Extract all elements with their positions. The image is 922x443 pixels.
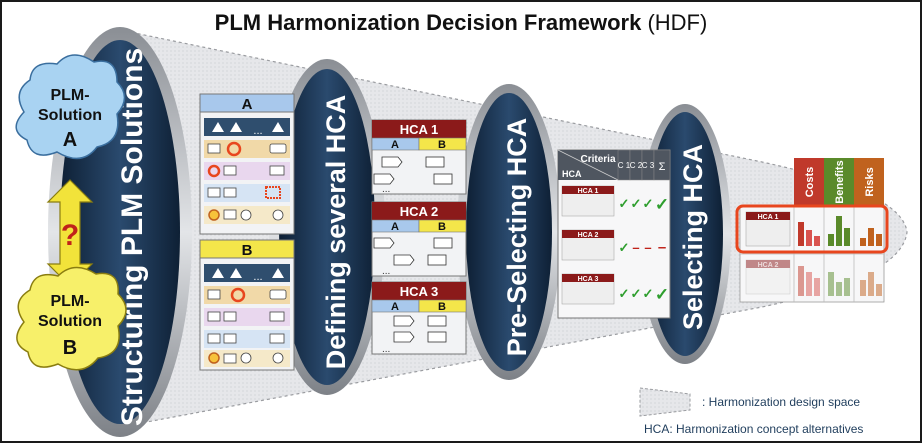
legend-hca-label: HCA: Harmonization concept alternatives bbox=[644, 422, 863, 436]
ring-label-preselecting: Pre-Selecting HCA bbox=[502, 118, 532, 357]
hca-card-2-col-b: B bbox=[438, 221, 446, 233]
hca-card-3-col-b: B bbox=[438, 301, 446, 313]
selection-row-2-hca: HCA 2 bbox=[758, 262, 779, 269]
selection-col-benefits: Benefits bbox=[834, 160, 846, 203]
criteria-col-3: C 3 bbox=[642, 161, 655, 170]
check-r3-sum: ✓ bbox=[655, 285, 669, 304]
criteria-row-2-hca: HCA 2 bbox=[578, 232, 599, 239]
criteria-row-1-hca: HCA 1 bbox=[578, 188, 599, 195]
check-r1-c3: ✓ bbox=[643, 196, 654, 211]
check-r2-c1: ✓ bbox=[619, 240, 630, 255]
ring-label-selecting: Selecting HCA bbox=[678, 144, 708, 330]
structure-card-a-ellipsis: ... bbox=[253, 125, 262, 137]
selection-row-1-hca: HCA 1 bbox=[758, 214, 779, 221]
cloud-solution-a: PLM- Solution A bbox=[15, 54, 126, 160]
dash-r2-sum: – bbox=[658, 239, 666, 256]
selected-hca-highlight bbox=[735, 204, 889, 254]
title-abbr: (HDF) bbox=[647, 10, 708, 35]
hca-card-2-title: HCA 2 bbox=[400, 204, 439, 219]
hca-card-2 bbox=[371, 201, 467, 277]
check-r3-c1: ✓ bbox=[619, 286, 630, 301]
structure-card-a-label: A bbox=[242, 96, 253, 113]
check-r1-sum: ✓ bbox=[655, 195, 669, 214]
hca-card-3 bbox=[371, 281, 467, 355]
structure-card-b: B bbox=[199, 239, 295, 371]
legend bbox=[639, 387, 691, 417]
cloud-b-line1: PLM- bbox=[50, 293, 89, 310]
dash-r2-c3: – bbox=[644, 240, 651, 255]
ring-label-structuring: Structuring PLM Solutions bbox=[116, 48, 149, 426]
legend-design-space-swatch bbox=[639, 387, 691, 417]
hca-card-3-ellipsis: ... bbox=[382, 344, 390, 355]
hca-card-3-title: HCA 3 bbox=[400, 284, 439, 299]
hca-card-1-title: HCA 1 bbox=[400, 122, 439, 137]
question-mark: ? bbox=[61, 219, 79, 252]
hca-card-2-ellipsis: ... bbox=[382, 266, 390, 277]
cloud-a-line2: Solution bbox=[38, 107, 102, 124]
structure-card-b-label: B bbox=[242, 242, 253, 259]
check-r1-c1: ✓ bbox=[619, 196, 630, 211]
cloud-solution-b: PLM- Solution B bbox=[16, 266, 127, 371]
check-r3-c2: ✓ bbox=[631, 286, 642, 301]
cloud-b-line2: Solution bbox=[38, 313, 102, 330]
legend-space-label: : Harmonization design space bbox=[702, 395, 860, 409]
cloud-b-letter: B bbox=[63, 337, 77, 359]
ring-label-defining: Defining several HCA bbox=[321, 95, 351, 370]
hca-card-1 bbox=[371, 119, 467, 195]
hca-card-3-col-a: A bbox=[391, 301, 399, 313]
title-main: PLM Harmonization Decision Framework bbox=[214, 10, 642, 35]
hca-card-2-col-a: A bbox=[391, 221, 399, 233]
hca-card-1-col-a: A bbox=[391, 139, 399, 151]
criteria-col-sum: Σ bbox=[659, 161, 666, 173]
selection-table bbox=[735, 158, 889, 303]
criteria-row-3-hca: HCA 3 bbox=[578, 276, 599, 283]
structure-card-a: A bbox=[199, 93, 295, 235]
check-r3-c3: ✓ bbox=[643, 286, 654, 301]
criteria-table bbox=[557, 149, 671, 319]
criteria-header-hca: HCA bbox=[562, 169, 582, 179]
hca-card-1-col-b: B bbox=[438, 139, 446, 151]
cloud-a-line1: PLM- bbox=[50, 87, 89, 104]
selection-col-risks: Risks bbox=[864, 167, 876, 196]
criteria-header: Criteria bbox=[580, 154, 615, 165]
ring-defining bbox=[269, 59, 385, 395]
selection-col-costs: Costs bbox=[804, 167, 816, 198]
dash-r2-c2: – bbox=[632, 240, 639, 255]
page-title: PLM Harmonization Decision Framework (HD… bbox=[2, 10, 920, 36]
structure-card-b-ellipsis: ... bbox=[253, 271, 262, 283]
check-r1-c2: ✓ bbox=[631, 196, 642, 211]
cloud-a-letter: A bbox=[63, 129, 77, 151]
criteria-col-1: C 1 bbox=[618, 161, 631, 170]
criteria-col-2: C 2 bbox=[630, 161, 643, 170]
hca-card-1-ellipsis: ... bbox=[382, 184, 390, 195]
ring-preselecting bbox=[457, 84, 561, 380]
